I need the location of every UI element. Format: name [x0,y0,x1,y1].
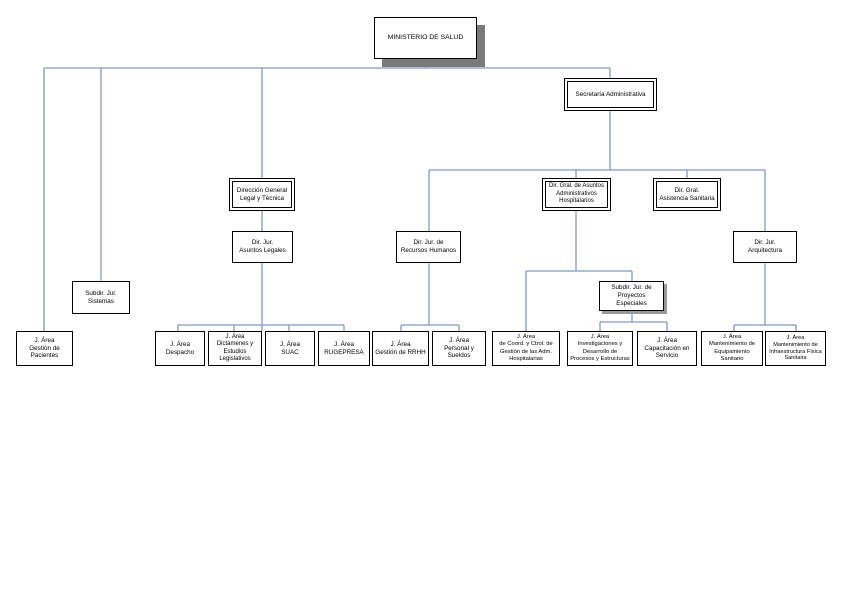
node-area-dictamenes: J. Área Dictámenes y Estudios Legislativ… [208,331,262,366]
node-secretaria-administrativa: Secretaría Administrativa [564,78,657,111]
node-dir-asuntos-legales: Dir. Jur. Asuntos Legales [232,231,293,263]
node-area-investigaciones: J. Área Investigaciones y Desarrollo de … [567,331,633,366]
node-area-suac: J. Área SUAC [265,331,315,366]
node-area-gestion-pacientes: J. Área Gestión de Pacientes [16,331,73,366]
node-ministerio-de-salud: MINISTERIO DE SALUD [374,17,477,59]
node-subdir-sistemas: Subdir. Jur. Sistemas [72,281,130,314]
node-area-rugepresa: J. Área RUGEPRESA [318,331,370,366]
node-area-mant-infraestructura: J. Área Mantenimiento de Infraestructura… [765,331,826,366]
node-dir-gral-asistencia-sanitaria: Dir. Gral. Asistencia Sanitaria [653,178,721,211]
node-area-personal-sueldos: J. Área Personal y Sueldos [432,331,486,366]
node-area-mant-equipamiento: J. Área Mantenimiento de Equipamiento Sa… [701,331,763,366]
node-area-coord-gestion-hospitalarias: J. Área de Coord. y Ctrol. de Gestión de… [492,331,560,366]
node-area-despacho: J. Área Despacho [155,331,205,366]
node-area-capacitacion: J. Área Capacitación en Servicio [637,331,697,366]
node-area-gestion-rrhh: J. Área Gestión de RRHH [372,331,429,366]
node-dir-recursos-humanos: Dir. Jur. de Recursos Humanos [396,231,461,263]
node-dir-gral-asuntos-hospitalarios: Dir. Gral. de Asuntos Administrativos Ho… [542,178,611,211]
node-dir-general-legal-tecnica: Dirección General Legal y Técnica [229,178,295,211]
node-dir-arquitectura: Dir. Jur. Arquitectura [733,231,797,263]
node-subdir-proyectos-especiales: Subdir. Jur. de Proyectos Especiales [599,281,664,311]
